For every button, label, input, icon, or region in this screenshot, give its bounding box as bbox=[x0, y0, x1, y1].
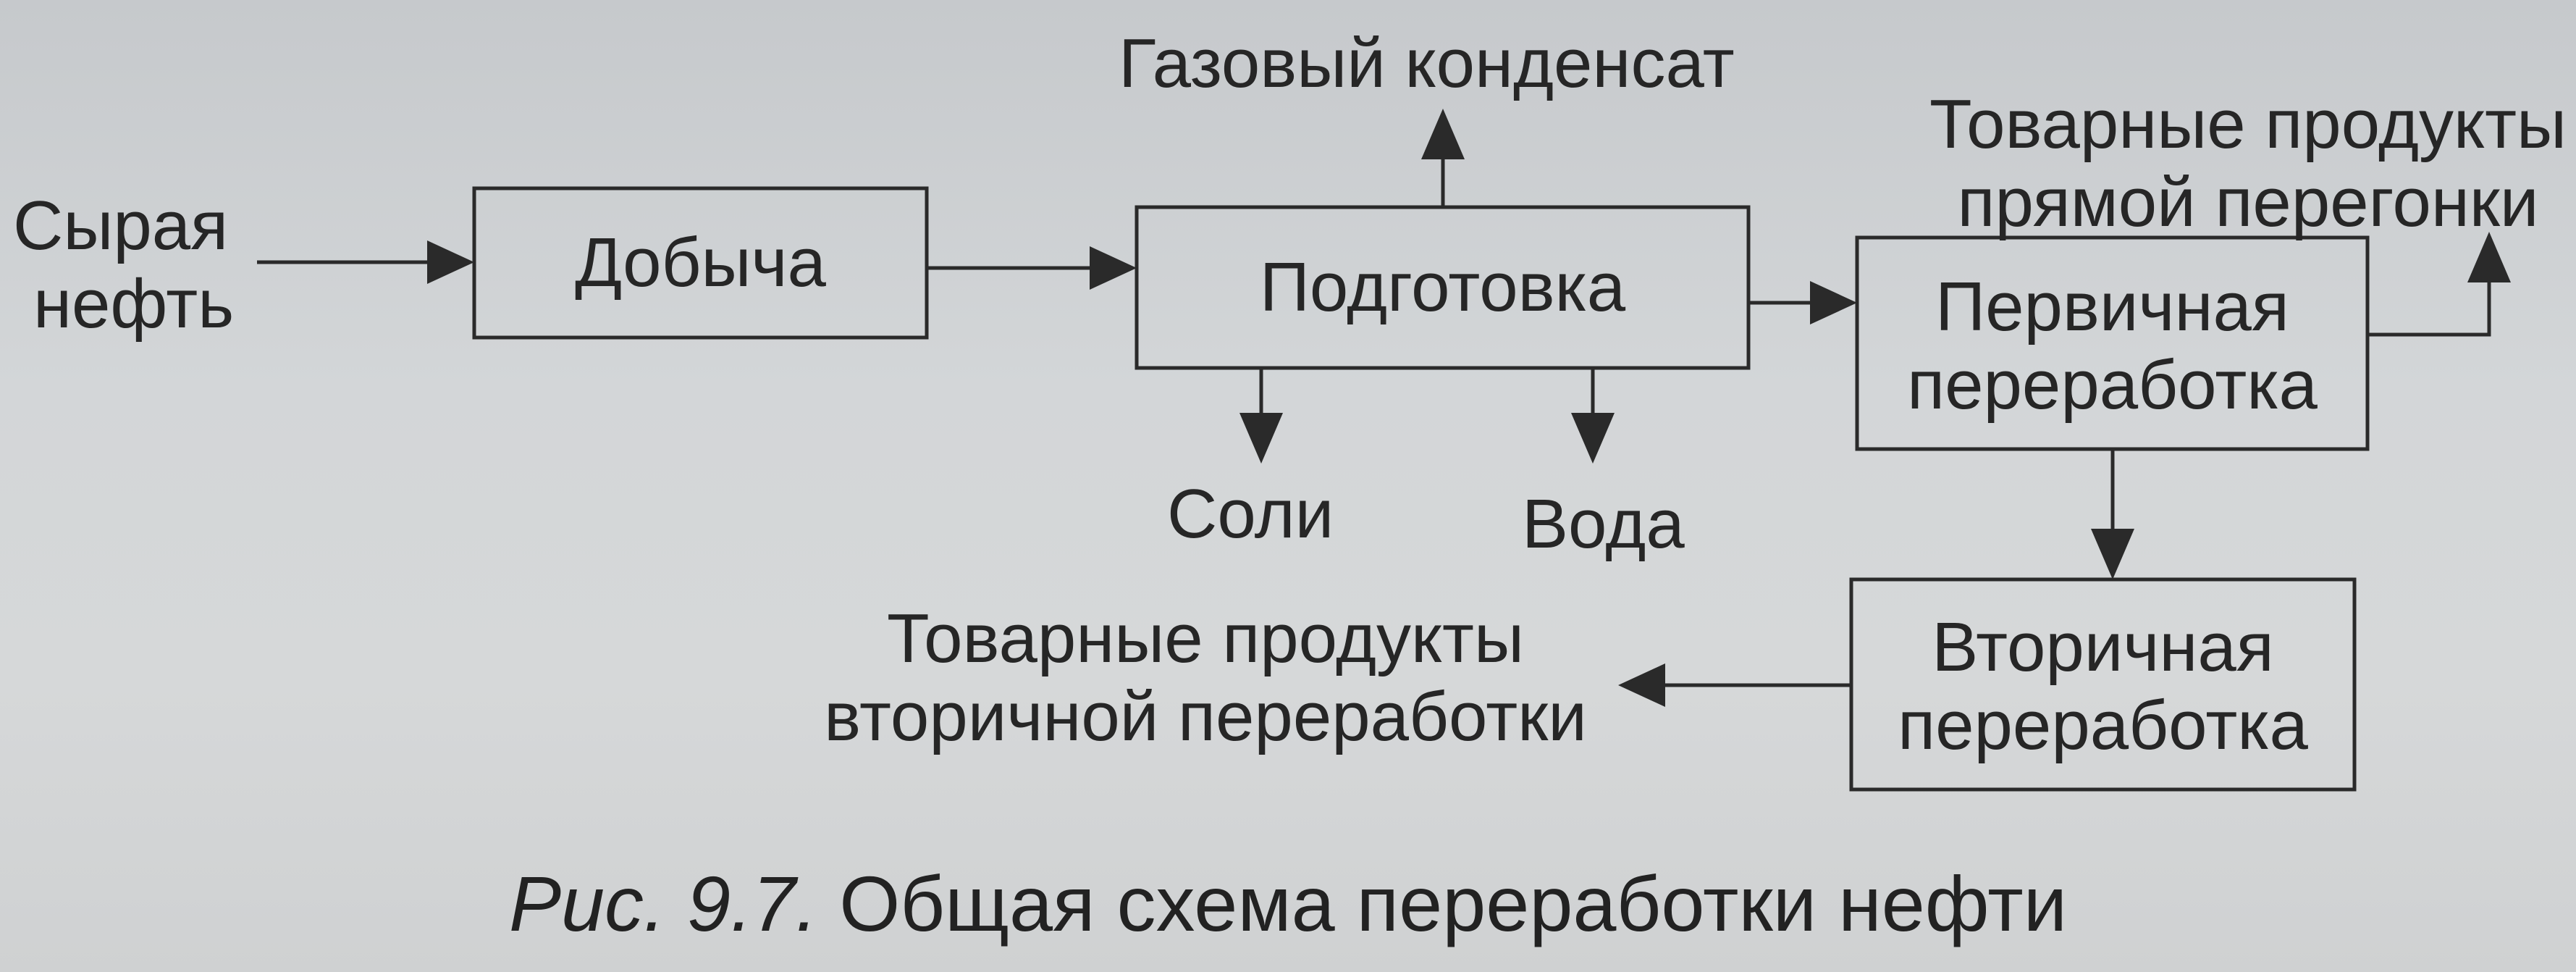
arrow-crude-to-extraction bbox=[257, 240, 474, 284]
secondary-processing-line-2: переработка bbox=[1898, 687, 2308, 764]
primary-products-label: Товарные продукты прямой перегонки bbox=[1929, 85, 2567, 242]
primary-processing-line-1: Первичная bbox=[1935, 268, 2289, 345]
secondary-processing-label: Вторичная переработка bbox=[1851, 608, 2354, 765]
arrow-to-salts bbox=[1239, 368, 1283, 464]
arrow-to-gas-condensate bbox=[1421, 109, 1465, 207]
arrow-preparation-to-primary bbox=[1748, 281, 1857, 324]
primary-processing-label: Первичная переработка bbox=[1857, 268, 2367, 424]
crude-oil-label: Сырая нефть bbox=[13, 187, 234, 343]
arrow-to-water bbox=[1571, 368, 1615, 464]
extraction-label: Добыча bbox=[575, 224, 826, 301]
primary-processing-line-2: переработка bbox=[1907, 346, 2318, 424]
gas-condensate-label: Газовый конденсат bbox=[1119, 25, 1735, 102]
crude-oil-line-2: нефть bbox=[33, 265, 235, 343]
arrow-to-secondary-products bbox=[1618, 663, 1851, 707]
salts-label: Соли bbox=[1167, 475, 1334, 553]
water-label: Вода bbox=[1522, 485, 1685, 563]
figure-caption-prefix: Рис. 9.7. bbox=[508, 860, 818, 947]
preparation-label: Подготовка bbox=[1259, 248, 1626, 326]
arrow-primary-to-secondary bbox=[2091, 449, 2134, 579]
primary-products-line-1: Товарные продукты bbox=[1929, 85, 2567, 163]
secondary-products-line-2: вторичной переработки bbox=[824, 678, 1587, 755]
extraction-box bbox=[472, 186, 929, 340]
arrow-extraction-to-preparation bbox=[927, 246, 1137, 290]
primary-products-line-2: прямой перегонки bbox=[1957, 164, 2539, 241]
figure-caption: Рис. 9.7. Общая схема переработки нефти bbox=[0, 860, 2576, 947]
secondary-products-line-1: Товарные продукты bbox=[886, 600, 1525, 677]
secondary-products-label: Товарные продукты вторичной переработки bbox=[800, 600, 1611, 756]
figure-caption-text: Общая схема переработки нефти bbox=[839, 860, 2068, 947]
secondary-processing-line-1: Вторичная bbox=[1932, 608, 2274, 686]
crude-oil-line-1: Сырая bbox=[13, 187, 229, 264]
arrow-to-primary-products bbox=[2367, 232, 2511, 337]
